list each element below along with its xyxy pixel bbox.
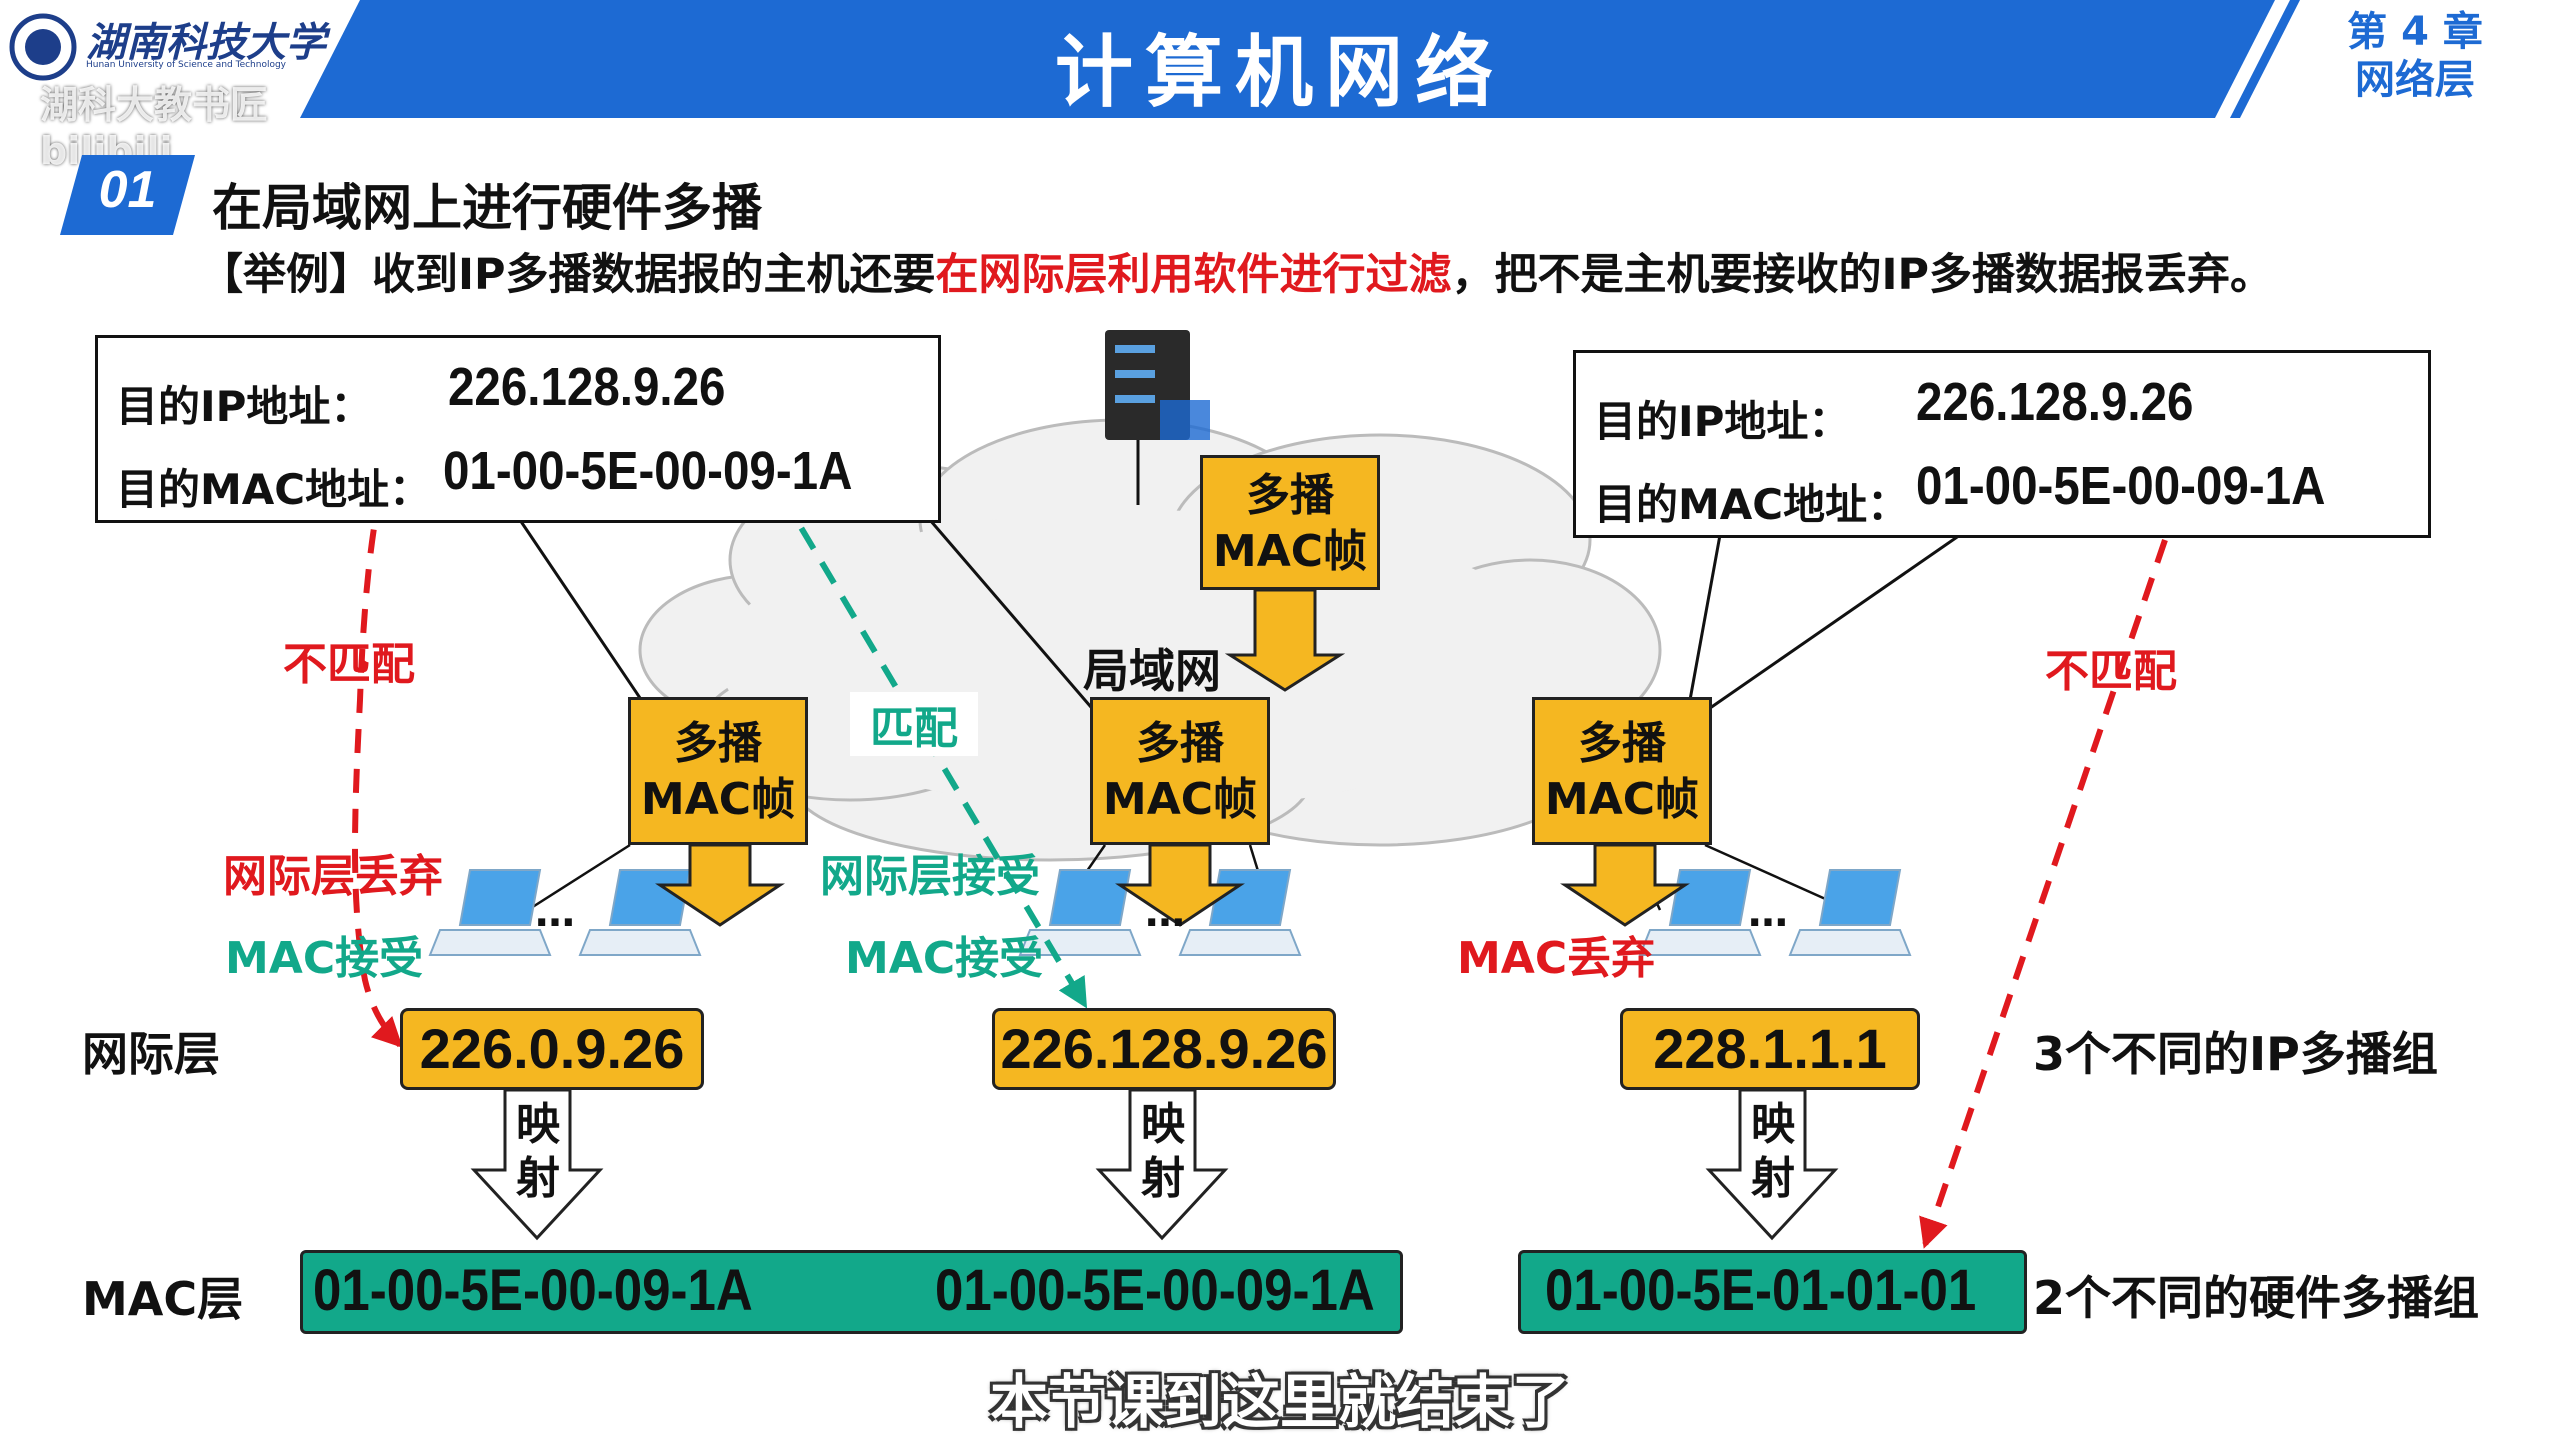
- right-info-box: 目的IP地址： 226.128.9.26 目的MAC地址： 01-00-5E-0…: [1573, 350, 2431, 538]
- server-icon: [1105, 330, 1210, 505]
- section-number: 01: [98, 161, 157, 219]
- dest-mac-value: 01-00-5E-00-09-1A: [1916, 456, 2326, 516]
- more-hosts-ellipsis: …: [535, 890, 575, 936]
- example-suffix: ，把不是主机要接收的IP多播数据报丢弃。: [1451, 250, 2274, 300]
- frame-label-line1: 多播: [1578, 718, 1666, 769]
- map-char-1: 映: [516, 1099, 560, 1150]
- more-hosts-ellipsis: …: [1748, 890, 1788, 936]
- frame-label-line1: 多播: [1136, 718, 1224, 769]
- university-name: 湖南科技大学: [86, 19, 326, 66]
- example-prefix: 【举例】收到IP多播数据报的主机还要: [200, 250, 936, 300]
- section-badge: [60, 155, 195, 235]
- university-logo: 湖南科技大学 Hunan University of Science and T…: [0, 0, 390, 173]
- frame-down-arrows: [655, 588, 1690, 927]
- mac-group-bar-single: 01-00-5E-01-01-01: [1518, 1250, 2027, 1334]
- dest-mac-label: 目的MAC地址：: [116, 465, 432, 514]
- multicast-frame-source: 多播 MAC帧: [1200, 455, 1380, 590]
- map-char-1: 映: [1751, 1099, 1795, 1150]
- ip-group-2: 226.128.9.26: [992, 1008, 1336, 1090]
- left-info-box: 目的IP地址： 226.128.9.26 目的MAC地址： 01-00-5E-0…: [95, 335, 941, 523]
- map-label: 映射: [508, 1098, 568, 1206]
- map-label: 映射: [1133, 1098, 1193, 1206]
- mapping-arrows: [470, 1088, 1839, 1241]
- mac-accept-label: MAC接受: [225, 933, 424, 984]
- frame-label-line1: 多播: [1246, 470, 1334, 521]
- dest-mac-value: 01-00-5E-00-09-1A: [443, 441, 853, 501]
- map-char-1: 映: [1141, 1099, 1185, 1150]
- frame-label-line1: 多播: [674, 718, 762, 769]
- video-subtitle: 本节课到这里就结束了: [989, 1368, 1570, 1436]
- mac-group-bar-shared: 01-00-5E-00-09-1A 01-00-5E-00-09-1A: [300, 1250, 1403, 1334]
- ip-group-1: 226.0.9.26: [400, 1008, 704, 1090]
- header-bar: [0, 0, 2560, 118]
- dest-ip-value: 226.128.9.26: [1916, 372, 2194, 432]
- dest-ip-value: 226.128.9.26: [448, 357, 726, 417]
- match-label: 匹配: [850, 692, 978, 756]
- frame-label-line2: MAC帧: [1102, 774, 1258, 825]
- watermark: 湖科大教书匠 bilibili: [40, 83, 269, 173]
- mismatch-left-label: 不匹配: [283, 639, 415, 690]
- university-seal-icon: [9, 13, 77, 81]
- chapter-info: 第 4 章 网络层: [2270, 8, 2560, 118]
- ip-groups-note: 3个不同的IP多播组: [2033, 1027, 2438, 1081]
- example-highlight: 在网际层利用软件进行过滤: [935, 250, 1452, 300]
- mismatch-right-label: 不匹配: [2045, 646, 2177, 697]
- multicast-frame-host2: 多播 MAC帧: [1090, 697, 1270, 845]
- map-char-2: 射: [1751, 1153, 1795, 1204]
- mac-layer-label: MAC层: [82, 1272, 244, 1326]
- university-name-en: Hunan University of Science and Technolo…: [86, 60, 287, 70]
- map-char-2: 射: [516, 1153, 560, 1204]
- lan-label: 局域网: [1083, 644, 1221, 698]
- map-label: 映射: [1743, 1098, 1803, 1206]
- dest-ip-label: 目的IP地址：: [1594, 397, 1851, 446]
- mac-discard-label: MAC丢弃: [1457, 933, 1656, 984]
- frame-label-line2: MAC帧: [1212, 526, 1368, 577]
- multicast-frame-host3: 多播 MAC帧: [1532, 697, 1712, 845]
- multicast-frame-host1: 多播 MAC帧: [628, 697, 808, 845]
- section-title: 在局域网上进行硬件多播: [212, 179, 762, 237]
- example-text: 【举例】收到IP多播数据报的主机还要在网际层利用软件进行过滤，把不是主机要接收的…: [200, 240, 2273, 302]
- chapter-number: 第 4 章: [2347, 9, 2483, 55]
- frame-label-line2: MAC帧: [1544, 774, 1700, 825]
- frame-label-line2: MAC帧: [640, 774, 796, 825]
- more-hosts-ellipsis: …: [1145, 890, 1185, 936]
- mac-accept-label: MAC接受: [845, 933, 1044, 984]
- network-discard-label: 网际层丢弃: [223, 851, 443, 902]
- course-title: 计算机网络: [1054, 28, 1505, 118]
- hw-groups-note: 2个不同的硬件多播组: [2033, 1271, 2480, 1325]
- mac-address-2: 01-00-5E-00-09-1A: [935, 1258, 1375, 1323]
- dest-mac-label: 目的MAC地址：: [1594, 480, 1910, 529]
- network-layer-label: 网际层: [82, 1027, 220, 1081]
- dest-ip-label: 目的IP地址：: [116, 382, 373, 431]
- mac-address-3: 01-00-5E-01-01-01: [1545, 1258, 1977, 1323]
- ip-group-3: 228.1.1.1: [1620, 1008, 1920, 1090]
- chapter-name: 网络层: [2355, 57, 2475, 103]
- header-decoration: [0, 0, 2560, 118]
- map-char-2: 射: [1141, 1153, 1185, 1204]
- network-accept-label: 网际层接受: [820, 851, 1040, 902]
- mac-address-1: 01-00-5E-00-09-1A: [313, 1258, 753, 1323]
